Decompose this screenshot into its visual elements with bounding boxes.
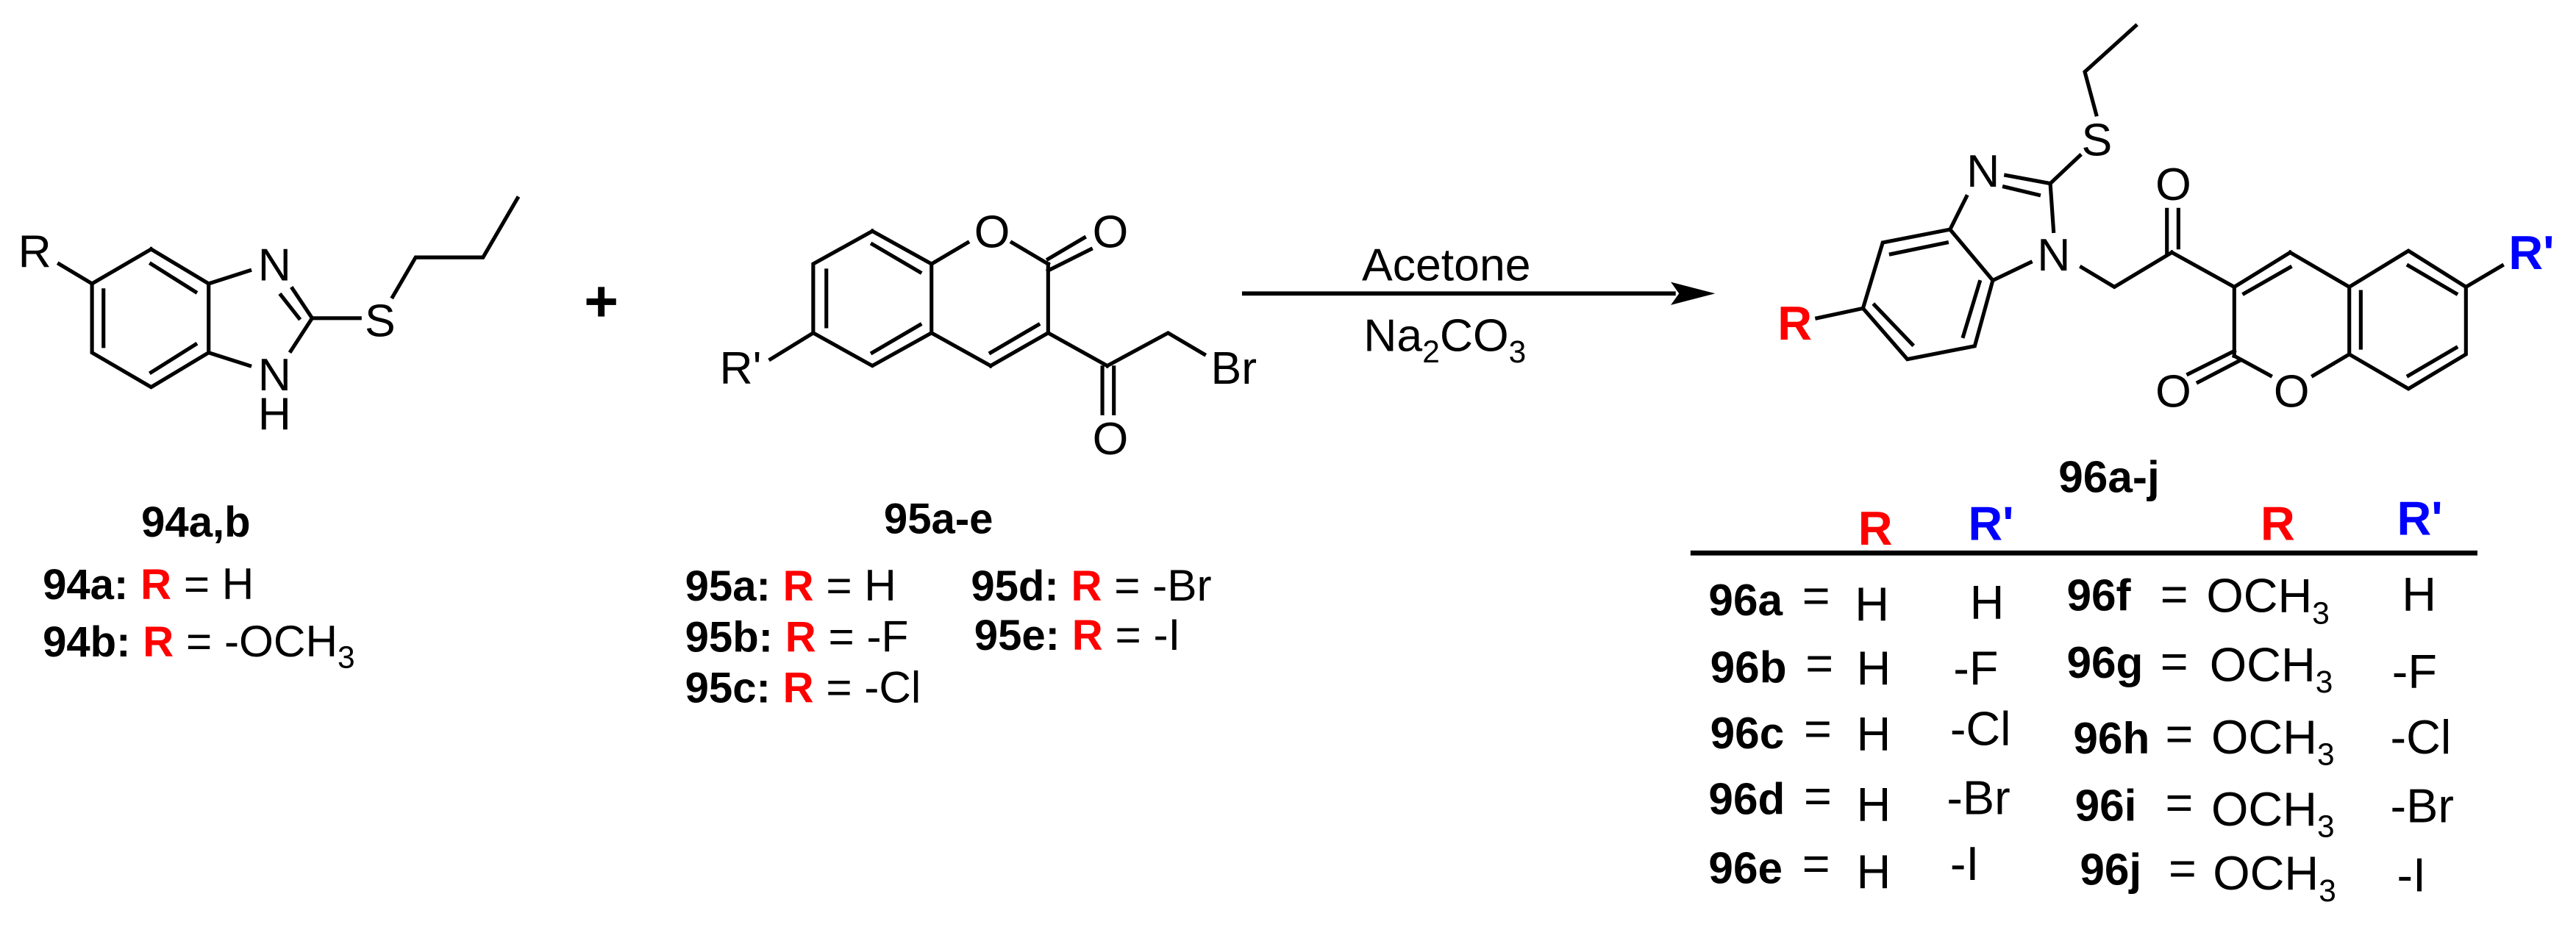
row-equals: = xyxy=(1805,636,1833,690)
r-prime-substituent-label: R' xyxy=(2508,226,2554,279)
n3-atom-label: N xyxy=(1966,146,1999,197)
ketone-oxygen-label: O xyxy=(2155,159,2191,210)
row-id: 96i xyxy=(2075,780,2137,830)
ring-oxygen-label: O xyxy=(974,207,1010,258)
nh-hydrogen-label: H xyxy=(258,389,291,440)
reactant-94-structure: R N N H S xyxy=(18,196,521,440)
row-r-prime-value: -Cl xyxy=(2391,710,2452,764)
row-id: 96b xyxy=(1710,643,1787,692)
reactant-94-legend: 94a,b 94a: R = H 94b: R = -OCH3 xyxy=(43,498,355,675)
row-r-prime-value: -I xyxy=(1950,837,1980,890)
lactone-oxygen-label: O xyxy=(1093,207,1129,258)
table-row: 96a = H H xyxy=(1708,569,2004,631)
n1-atom-label: N xyxy=(258,349,291,401)
sulfur-atom-label: S xyxy=(365,295,396,346)
table-row: 96b = H -F xyxy=(1710,636,1999,695)
ketone-oxygen-label: O xyxy=(1093,413,1129,465)
row-equals: = xyxy=(2169,842,2197,895)
row-r-prime-value: -F xyxy=(2392,644,2437,698)
row-r-prime-value: -F xyxy=(1953,641,1998,695)
compound-label-96: 96a-j xyxy=(2058,452,2159,502)
row-r-value: H xyxy=(1856,706,1891,760)
arrowhead-icon xyxy=(1671,282,1716,305)
row-equals: = xyxy=(1802,837,1830,890)
row-id: 96j xyxy=(2080,845,2141,895)
table-row: 96e = H -I xyxy=(1708,837,1979,898)
product-96-table: 96a-j R R' R R' 96a = H H 96b = H -F 96c… xyxy=(1690,452,2477,908)
row-equals: = xyxy=(1804,702,1832,756)
table-row: 96i = OCH3 -Br xyxy=(2075,776,2454,844)
sulfur-atom-label: S xyxy=(2082,115,2113,166)
ring-oxygen-label: O xyxy=(2274,365,2310,417)
row-id: 96h xyxy=(2073,713,2149,763)
row-r-value: H xyxy=(1855,577,1889,631)
table-header-r-prime-left: R' xyxy=(1968,496,2013,550)
table-header-r-left: R xyxy=(1858,501,1893,555)
compound-label-94: 94a,b xyxy=(141,498,251,546)
row-equals: = xyxy=(2165,706,2193,760)
product-bonds xyxy=(1814,23,2505,391)
row-equals: = xyxy=(2165,776,2193,829)
row-r-value: OCH3 xyxy=(2206,569,2330,631)
row-r-prime-value: -Br xyxy=(1947,770,2010,824)
row-r-value: OCH3 xyxy=(2210,638,2333,700)
reactant-95-legend: 95a-e 95a: R = H 95b: R = -F 95c: R = -C… xyxy=(685,495,1212,712)
n3-atom-label: N xyxy=(258,239,291,290)
table-row: 96h = OCH3 -Cl xyxy=(2073,706,2451,771)
r-prime-substituent-label: R' xyxy=(720,343,762,394)
table-header-r-prime-right: R' xyxy=(2397,492,2442,545)
solvent-label: Acetone xyxy=(1362,239,1531,290)
table-header-r-right: R xyxy=(2261,496,2295,550)
row-id: 96g xyxy=(2066,637,2143,687)
variant-95b: 95b: R = -F xyxy=(685,611,909,661)
row-r-prime-value: -Br xyxy=(2391,779,2454,833)
row-equals: = xyxy=(2161,634,2188,688)
row-r-value: H xyxy=(1856,777,1891,831)
table-row: 96f = OCH3 H xyxy=(2066,567,2436,630)
row-id: 96a xyxy=(1708,575,1783,625)
variant-95c: 95c: R = -Cl xyxy=(685,662,921,712)
compound-label-95: 95a-e xyxy=(884,495,993,543)
coumarin-bonds xyxy=(768,228,1207,415)
r-substituent-label: R xyxy=(1777,296,1812,350)
variant-94a: 94a: R = H xyxy=(43,559,254,609)
row-r-prime-value: H xyxy=(2402,567,2436,620)
variant-94b: 94b: R = -OCH3 xyxy=(43,616,355,675)
row-equals: = xyxy=(1802,569,1830,623)
row-id: 96e xyxy=(1708,842,1783,892)
variant-95a: 95a: R = H xyxy=(685,560,896,610)
reactant-95-structure: R' O O O Br xyxy=(720,207,1257,465)
lactone-oxygen-label: O xyxy=(2155,365,2191,417)
table-row: 96g = OCH3 -F xyxy=(2066,634,2436,699)
row-r-prime-value: H xyxy=(1970,576,2005,629)
product-96-structure: S N N O O O R R' xyxy=(1777,23,2555,417)
n1-atom-label: N xyxy=(2037,229,2070,281)
row-equals: = xyxy=(1804,769,1832,823)
row-r-prime-value: -Cl xyxy=(1950,702,2011,756)
r-substituent-label: R xyxy=(18,226,51,278)
row-r-value: H xyxy=(1856,845,1891,898)
table-row: 96d = H -Br xyxy=(1708,769,2010,831)
bromine-atom-label: Br xyxy=(1210,343,1257,394)
base-label: Na2CO3 xyxy=(1363,309,1526,369)
table-row: 96c = H -Cl xyxy=(1710,702,2011,761)
row-r-value: OCH3 xyxy=(2211,710,2335,772)
row-r-value: OCH3 xyxy=(2211,782,2335,844)
row-r-prime-value: -I xyxy=(2397,848,2426,901)
row-r-value: OCH3 xyxy=(2213,846,2336,908)
row-equals: = xyxy=(2161,567,2188,620)
plus-sign xyxy=(586,287,616,317)
row-id: 96d xyxy=(1708,773,1785,823)
reaction-arrow xyxy=(1241,282,1716,305)
variant-95d: 95d: R = -Br xyxy=(971,560,1211,610)
row-id: 96c xyxy=(1710,708,1785,758)
variant-95e: 95e: R = -I xyxy=(974,609,1181,659)
row-r-value: H xyxy=(1856,641,1891,695)
row-id: 96f xyxy=(2066,570,2131,620)
table-row: 96j = OCH3 -I xyxy=(2080,842,2426,908)
benzimidazole-bonds xyxy=(56,196,521,390)
